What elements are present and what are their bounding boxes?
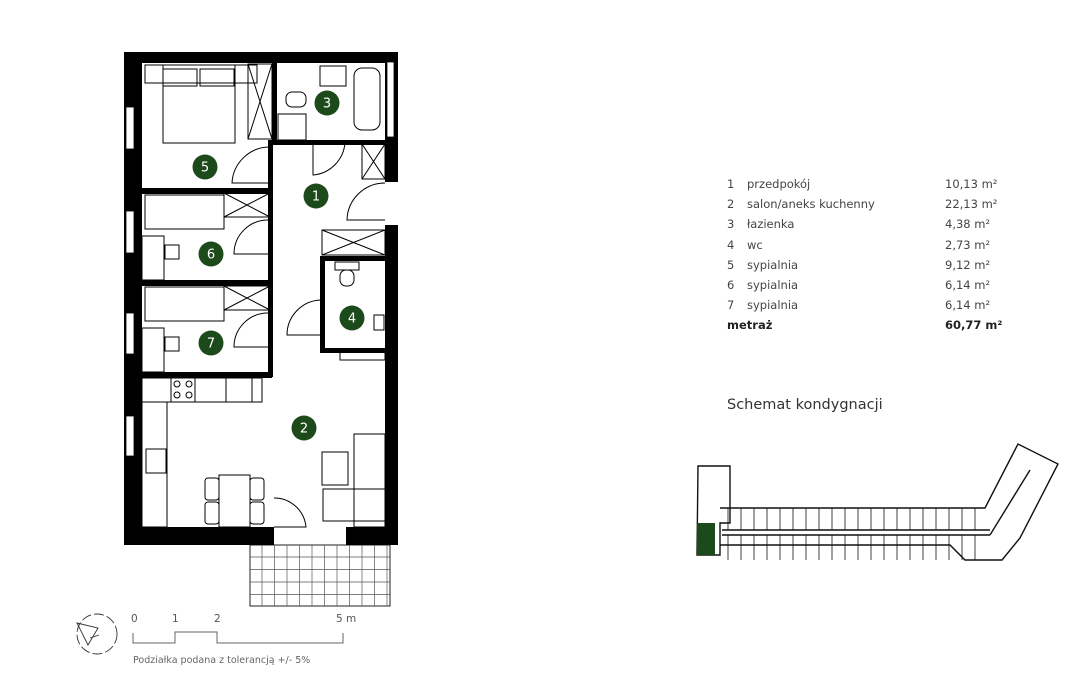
room-badge-3: 3	[314, 90, 340, 116]
svg-text:2: 2	[300, 422, 308, 437]
svg-text:3: 3	[323, 97, 331, 112]
room-badge-6: 6	[198, 241, 224, 267]
svg-text:7: 7	[207, 337, 215, 352]
scale-note: Podziałka podana z tolerancją +/- 5%	[133, 655, 311, 666]
svg-text:1: 1	[312, 190, 320, 205]
room-badge-1: 1	[303, 183, 329, 209]
scale-bar	[132, 631, 344, 644]
schema-title: Schemat kondygnacji	[727, 397, 883, 413]
apartment-highlight	[697, 523, 715, 555]
svg-text:6: 6	[207, 248, 215, 263]
scale-label-2: 2	[214, 613, 221, 625]
scale-label-0: 0	[131, 613, 138, 625]
scale-label-5: 5 m	[336, 613, 357, 625]
windows	[125, 61, 395, 457]
room-badge-7: 7	[198, 330, 224, 356]
svg-text:5: 5	[201, 161, 209, 176]
scale-label-1: 1	[172, 613, 179, 625]
svg-text:4: 4	[348, 312, 356, 327]
building-schema	[696, 443, 1059, 561]
room-badge-5: 5	[192, 154, 218, 180]
room-badge-2: 2	[291, 415, 317, 441]
walls	[124, 52, 398, 545]
furniture	[141, 63, 391, 607]
compass-north-icon	[76, 613, 118, 655]
room-badge-4: 4	[339, 305, 365, 331]
